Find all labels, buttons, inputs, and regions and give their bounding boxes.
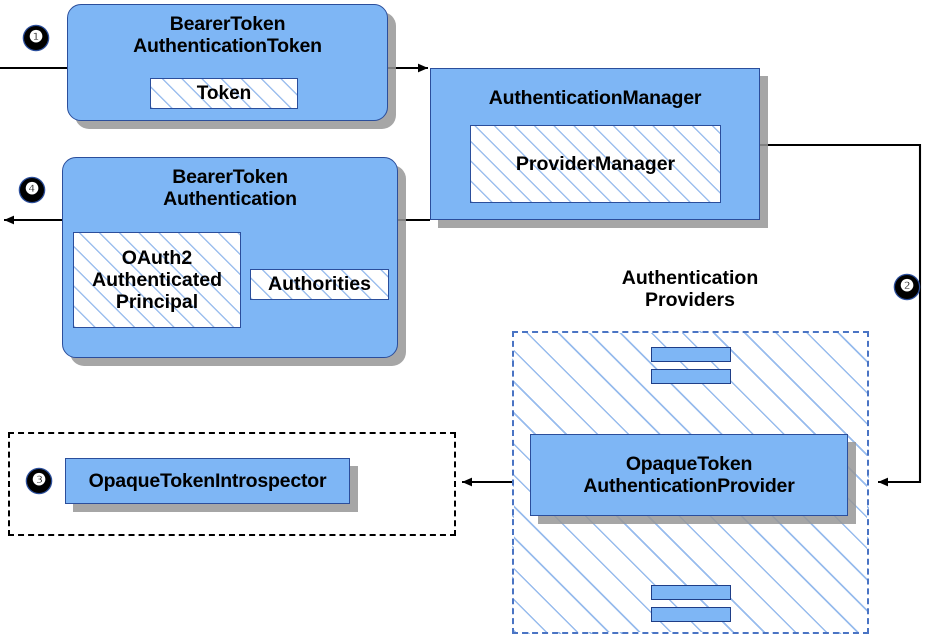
provider-stack-bottom-bar-2 <box>651 607 731 622</box>
step-marker-3-label: ❸ <box>31 472 47 489</box>
bearer-token-authentication-token-line1: BearerToken <box>169 13 286 35</box>
bearer-token-authentication-title: BearerToken Authentication <box>63 158 397 211</box>
node-bearer-token-authentication-token[interactable]: BearerToken AuthenticationToken <box>67 4 388 121</box>
step-marker-2: ❷ <box>895 275 919 299</box>
opaque-token-authentication-provider-line1: OpaqueToken <box>625 452 753 475</box>
opaque-token-authentication-provider-line2: AuthenticationProvider <box>583 475 795 497</box>
authentication-manager-title: AuthenticationManager <box>488 87 702 109</box>
inner-box-authorities-label: Authorities <box>268 273 371 295</box>
step-marker-4-label: ❹ <box>24 181 40 198</box>
step-marker-1: ❶ <box>24 26 48 50</box>
inner-box-provider-manager-label: ProviderManager <box>515 152 676 175</box>
bearer-token-authentication-line2: Authentication <box>163 187 297 210</box>
step-marker-1-label: ❶ <box>28 29 44 46</box>
oauth2-authenticated-principal-line1: OAuth2 <box>121 246 193 269</box>
bearer-token-authentication-token-title: BearerToken AuthenticationToken <box>68 5 387 58</box>
opaque-token-authentication-provider-title: OpaqueToken AuthenticationProvider <box>583 453 794 497</box>
node-opaque-token-introspector[interactable]: OpaqueTokenIntrospector <box>65 458 350 504</box>
step-marker-4: ❹ <box>20 178 44 202</box>
inner-box-token-label: Token <box>196 82 252 104</box>
step-marker-3: ❸ <box>27 469 51 493</box>
inner-box-provider-manager: ProviderManager <box>470 125 721 203</box>
authentication-providers-label-line2: Providers <box>645 289 735 312</box>
provider-stack-top-bar-2 <box>651 369 731 384</box>
provider-stack-top-bar-1 <box>651 347 731 362</box>
bearer-token-authentication-line1: BearerToken <box>172 166 288 188</box>
inner-box-authorities: Authorities <box>250 269 389 300</box>
oauth2-authenticated-principal-line3: Principal <box>115 291 199 314</box>
provider-stack-bottom-bar-1 <box>651 585 731 600</box>
bearer-token-authentication-token-line2: AuthenticationToken <box>133 34 322 57</box>
inner-box-oauth2-authenticated-principal: OAuth2 Authenticated Principal <box>73 232 241 328</box>
opaque-token-introspector-title: OpaqueTokenIntrospector <box>88 469 327 492</box>
authentication-providers-label-line1: Authentication <box>621 267 759 289</box>
oauth2-authenticated-principal-line2: Authenticated <box>91 268 222 291</box>
opaque-token-introspector-group <box>8 432 456 536</box>
authentication-providers-label: Authentication Providers <box>570 267 810 311</box>
step-marker-2-label: ❷ <box>899 278 915 295</box>
node-opaque-token-authentication-provider[interactable]: OpaqueToken AuthenticationProvider <box>530 434 848 516</box>
inner-box-token: Token <box>150 78 298 109</box>
